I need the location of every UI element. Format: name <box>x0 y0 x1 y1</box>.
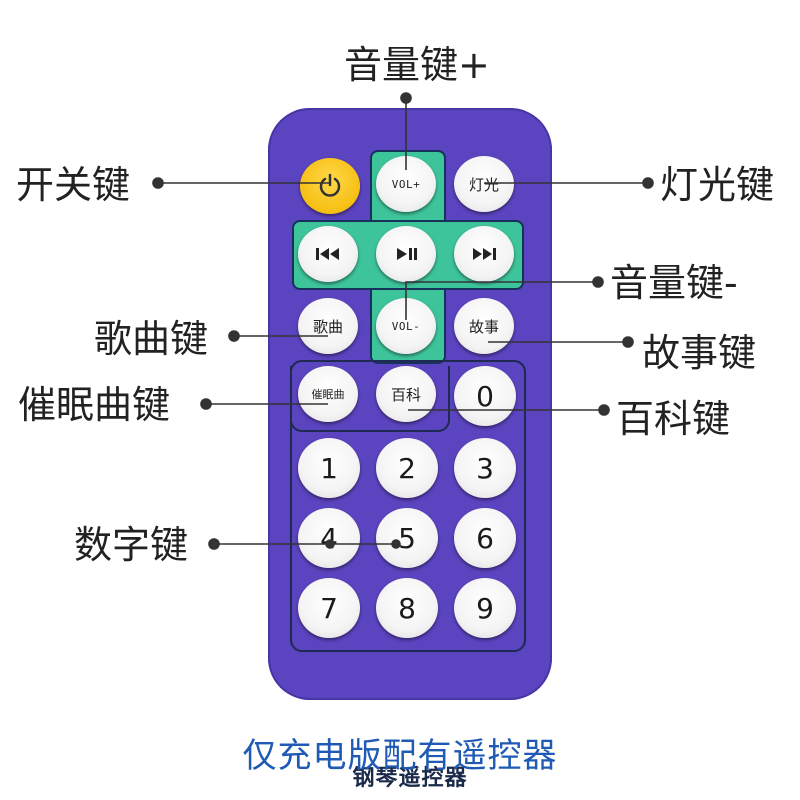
vol-up-label: VOL+ <box>391 177 421 191</box>
play-pause-button[interactable] <box>376 226 436 282</box>
light-button[interactable]: 灯光 <box>454 156 514 212</box>
number-button-4[interactable]: 4 <box>298 508 360 568</box>
number-3-label: 3 <box>476 451 494 485</box>
vol-up-button[interactable]: VOL+ <box>376 156 436 212</box>
number-2-label: 2 <box>398 451 416 485</box>
number-9-label: 9 <box>476 591 494 625</box>
callout-song: 歌曲键 <box>94 317 209 361</box>
number-button-5[interactable]: 5 <box>376 508 438 568</box>
number-8-label: 8 <box>398 591 416 625</box>
leader-dot-light <box>642 177 654 189</box>
previous-track-button[interactable] <box>298 226 358 282</box>
number-7-label: 7 <box>320 591 338 625</box>
story-button[interactable]: 故事 <box>454 298 514 354</box>
leader-dot-power <box>152 177 164 189</box>
power-button[interactable] <box>300 158 360 214</box>
number-1-label: 1 <box>320 451 338 485</box>
leader-dot-vol-up <box>400 92 412 104</box>
number-button-0[interactable]: 0 <box>454 366 516 426</box>
number-0-label: 0 <box>476 379 494 413</box>
encyclopedia-button[interactable]: 百科 <box>376 366 436 422</box>
number-button-2[interactable]: 2 <box>376 438 438 498</box>
previous-track-icon <box>316 248 339 260</box>
lullaby-label: 催眠曲 <box>311 388 345 401</box>
callout-light: 灯光键 <box>660 163 775 207</box>
number-button-3[interactable]: 3 <box>454 438 516 498</box>
number-button-7[interactable]: 7 <box>298 578 360 638</box>
callout-lullaby: 催眠曲键 <box>18 383 171 427</box>
callout-encyclopedia: 百科键 <box>616 397 731 441</box>
leader-dot-encyclopedia <box>598 404 610 416</box>
leader-dot-vol-down <box>592 276 604 288</box>
product-caption: 仅充电版配有遥控器 <box>242 736 558 776</box>
number-6-label: 6 <box>476 521 494 555</box>
leader-dot-story <box>622 336 634 348</box>
light-label: 灯光 <box>468 175 499 194</box>
story-label: 故事 <box>468 317 499 336</box>
number-pad-frame <box>290 360 526 652</box>
play-pause-icon <box>397 248 417 260</box>
callout-number: 数字键 <box>74 523 189 567</box>
remote-control: VOL+ 灯光 <box>268 108 552 791</box>
next-track-button[interactable] <box>454 226 514 282</box>
callout-vol-down: 音量键- <box>610 261 738 305</box>
encyclopedia-label: 百科 <box>390 385 421 404</box>
next-track-icon <box>473 248 496 260</box>
song-label: 歌曲 <box>312 317 343 336</box>
leader-dot-song <box>228 330 240 342</box>
lullaby-button[interactable]: 催眠曲 <box>298 366 358 422</box>
callout-power: 开关键 <box>16 163 131 207</box>
callout-story: 故事键 <box>642 331 757 375</box>
vol-down-button[interactable]: VOL- <box>376 298 436 354</box>
power-icon <box>319 173 341 197</box>
callout-vol-up: 音量键+ <box>344 43 490 87</box>
remote-model-label: 钢琴遥控器 <box>352 766 468 791</box>
number-button-1[interactable]: 1 <box>298 438 360 498</box>
number-4-label: 4 <box>320 521 338 555</box>
number-button-6[interactable]: 6 <box>454 508 516 568</box>
song-button[interactable]: 歌曲 <box>298 298 358 354</box>
vol-down-label: VOL- <box>391 319 421 333</box>
leader-dot-lullaby <box>200 398 212 410</box>
number-button-9[interactable]: 9 <box>454 578 516 638</box>
number-5-label: 5 <box>398 521 416 555</box>
leader-dot-number <box>208 538 220 550</box>
number-button-8[interactable]: 8 <box>376 578 438 638</box>
